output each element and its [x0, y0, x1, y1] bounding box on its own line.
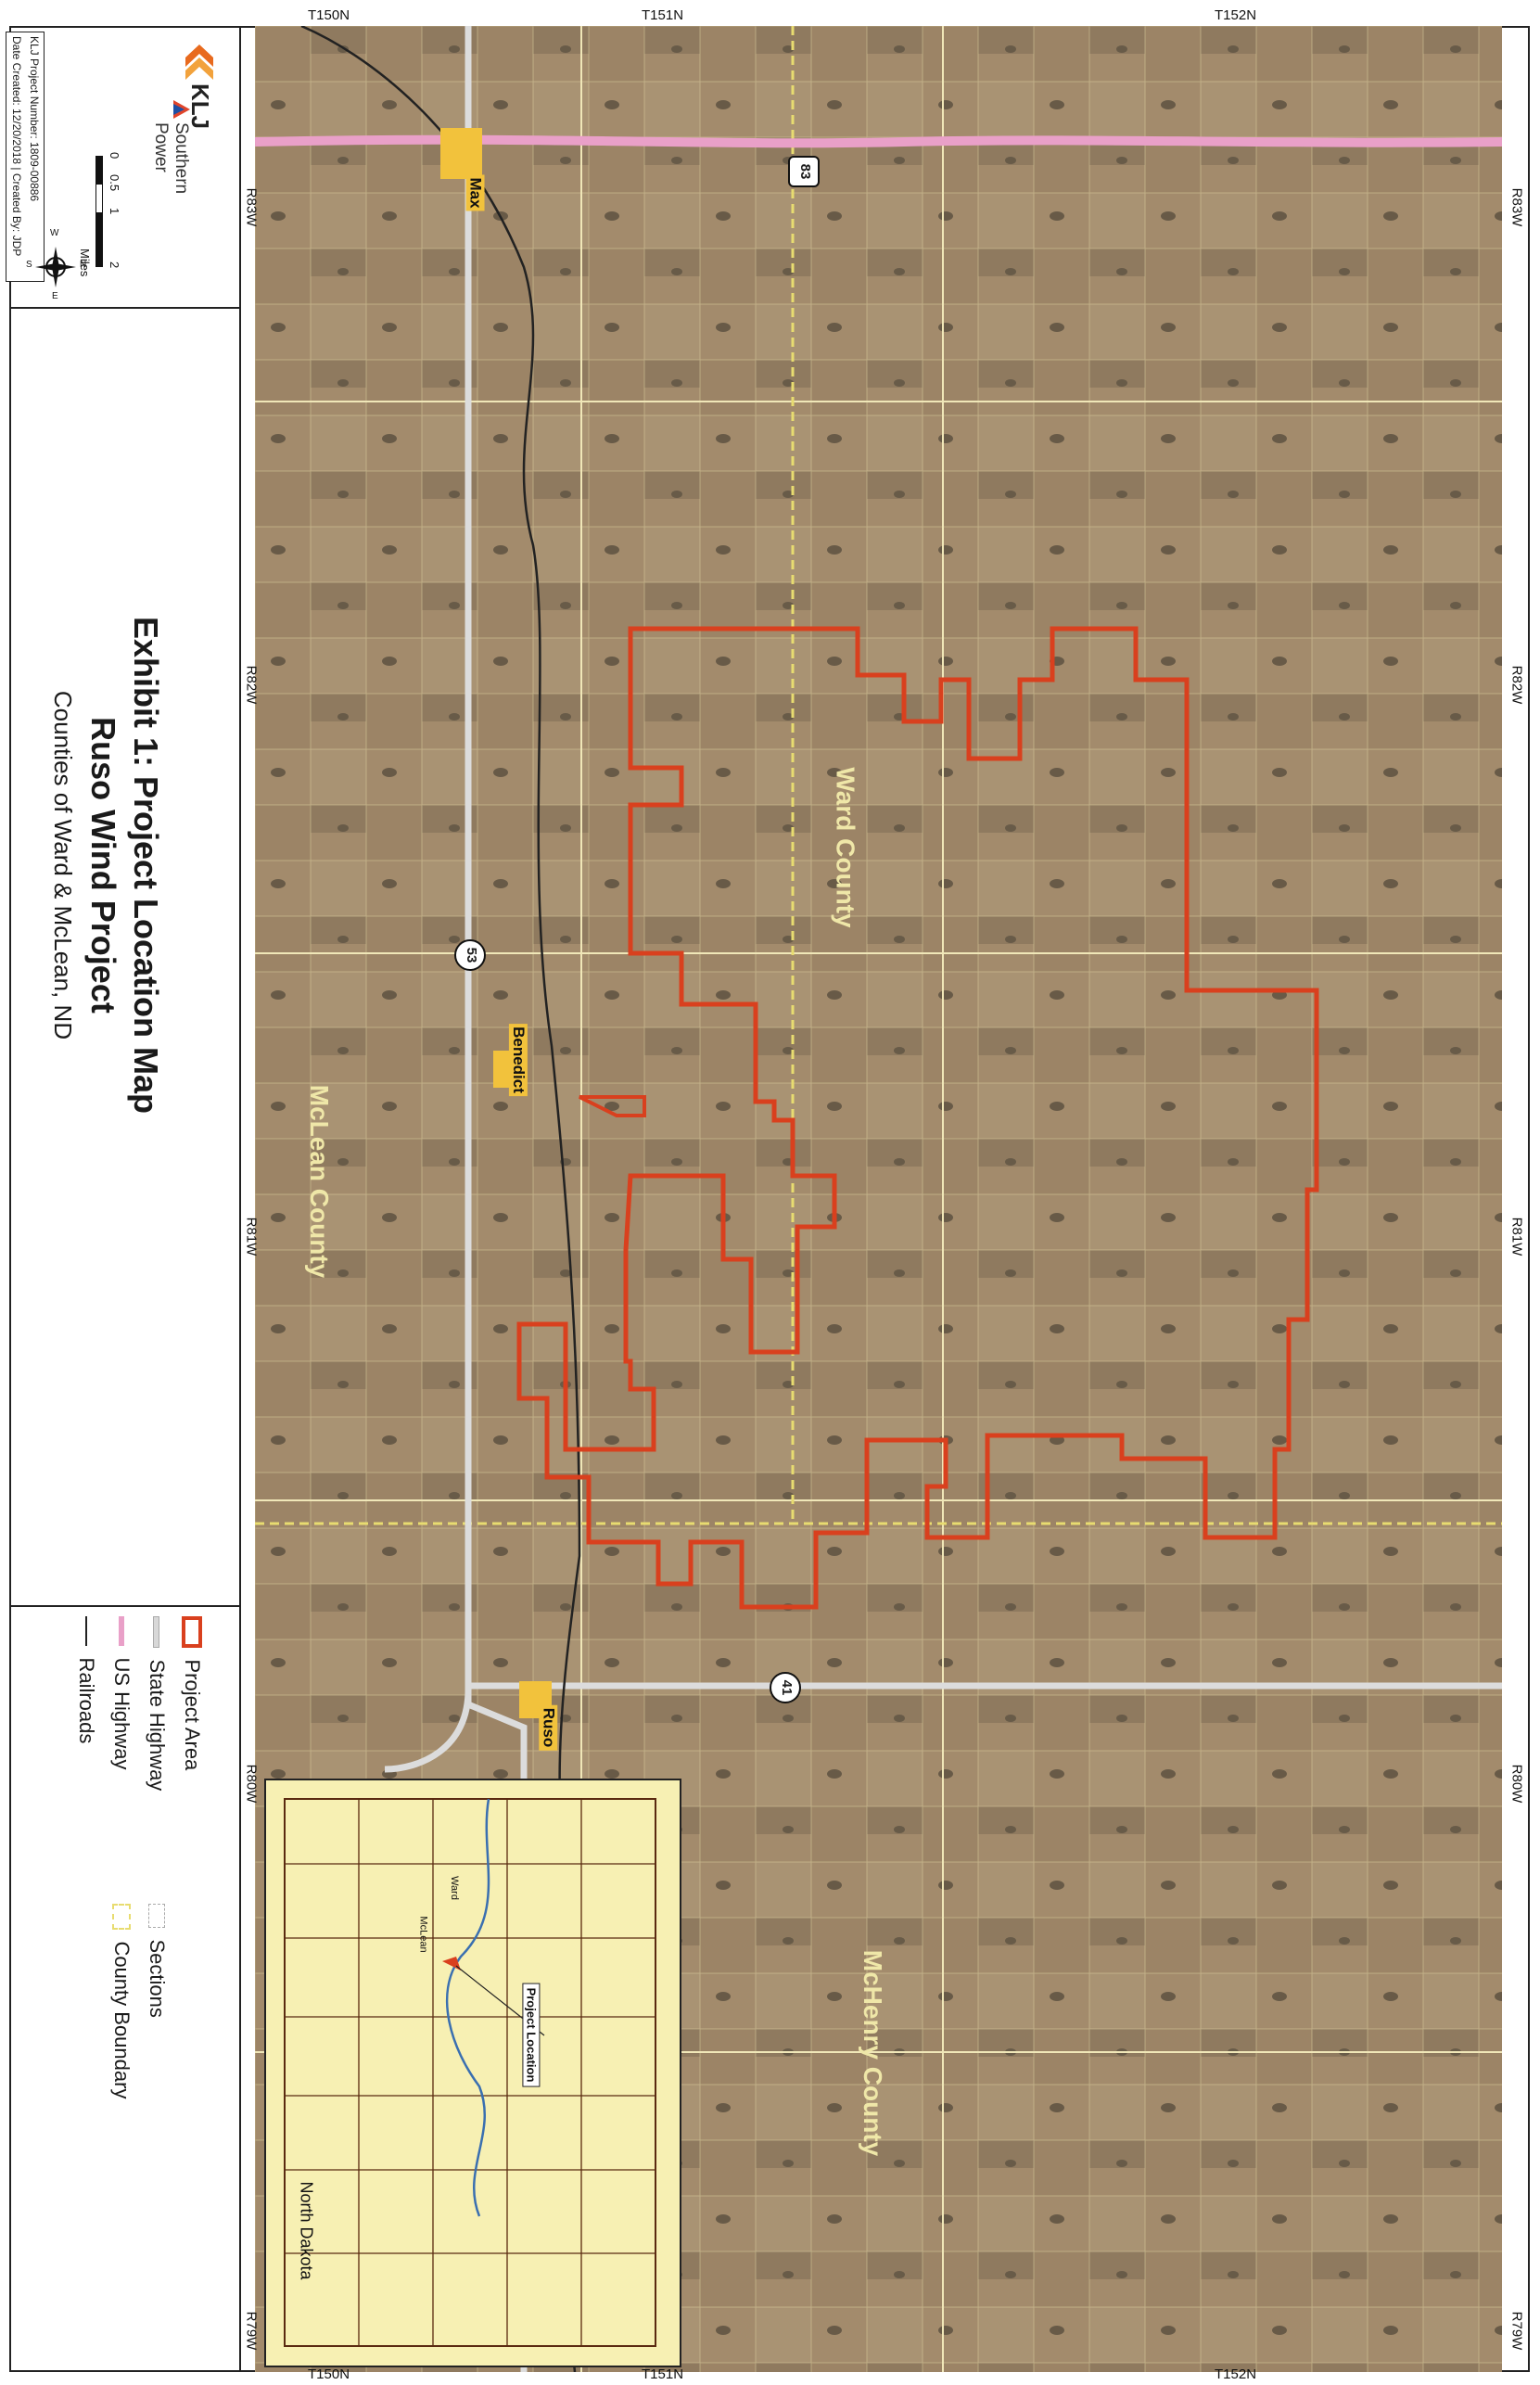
range-left-2: R82W [243, 665, 260, 705]
compass-w: W [50, 228, 59, 238]
info-section: KLJ Project Number: 1809-00886 Date Crea… [6, 26, 239, 309]
us-highway-83 [254, 134, 1503, 148]
legend-section: Project Area State Highway US Highway Ra… [9, 1607, 239, 2370]
county-label-ward: Ward County [831, 767, 860, 928]
inset-map-svg [284, 1798, 656, 2347]
scale-label-1: 1 [108, 208, 121, 215]
legend-item-county-boundary: County Boundary [109, 1904, 134, 2098]
north-arrow: N S E W [26, 228, 87, 301]
scale-label-0: 0 [108, 152, 121, 159]
us-83-shield-icon: 83 [788, 156, 820, 187]
county-boundary-swatch-icon [112, 1904, 131, 1930]
compass-s: S [26, 260, 32, 270]
map-svg [254, 24, 1503, 2373]
aerial-map[interactable]: Max Benedict Ruso Ward County McLean Cou… [254, 24, 1503, 2373]
township-bottom-1: T150N [308, 2366, 350, 2382]
inset-label-ward: Ward [448, 1876, 460, 1900]
title-section: Exhibit 1: Project Location Map Ruso Win… [9, 309, 239, 1607]
project-area-notch [579, 1095, 646, 1117]
legend-item-us-highway: US Highway [109, 1616, 134, 1770]
legend-item-railroads: Railroads [74, 1616, 98, 1743]
sh-53-shield-icon: 53 [454, 939, 486, 971]
range-right-2: R82W [1508, 665, 1525, 705]
township-top-3: T152N [1215, 7, 1257, 23]
project-area-swatch-icon [182, 1616, 202, 1648]
title-line-3: Counties of Ward & McLean, ND [49, 690, 77, 1040]
scale-bar-graphic [95, 156, 103, 267]
legend-item-project-area: Project Area [180, 1616, 204, 1770]
legend-item-sections: Sections [145, 1904, 169, 2018]
town-label-benedict: Benedict [508, 1024, 528, 1096]
town-label-max: Max [465, 174, 485, 211]
compass-icon [35, 247, 76, 287]
title-block: Exhibit 1: Project Location Map Ruso Win… [0, 309, 176, 1422]
township-bottom-2: T151N [642, 2366, 684, 2382]
scale-label-0-5: 0.5 [108, 174, 121, 192]
title-line-1: Exhibit 1: Project Location Map [127, 616, 165, 1115]
legend-label-project-area: Project Area [181, 1659, 204, 1771]
range-right-1: R83W [1508, 187, 1525, 227]
state-highway-line-icon [153, 1616, 160, 1648]
range-right-5: R79W [1508, 2311, 1525, 2351]
range-left-1: R83W [243, 187, 260, 227]
sh-41-shield-icon: 41 [770, 1672, 801, 1703]
scale-label-2: 2 [108, 261, 121, 269]
town-max-area [440, 128, 482, 179]
inset-label-mclean: McLean [417, 1916, 429, 1953]
township-top-2: T151N [642, 7, 684, 23]
range-right-4: R80W [1508, 1764, 1525, 1804]
legend-label-us-highway: US Highway [110, 1657, 134, 1770]
southern-power-triangle-icon [173, 100, 190, 119]
inset-callout: Project Location [522, 1983, 541, 2087]
title-line-2: Ruso Wind Project [84, 717, 122, 1014]
legend-label-sections: Sections [146, 1939, 169, 2018]
township-top-1: T150N [308, 7, 350, 23]
klj-logo: KLJ [181, 45, 218, 129]
klj-chevron-icon [185, 45, 213, 80]
us-highway-line-icon [119, 1616, 124, 1646]
legend-item-state-highway: State Highway [145, 1616, 169, 1791]
southern-power-text: Southern Power [151, 122, 191, 195]
range-left-4: R80W [243, 1764, 260, 1804]
town-label-ruso: Ruso [539, 1704, 558, 1751]
railroad-line-icon [85, 1616, 87, 1646]
sh-53-shield-label: 53 [464, 947, 479, 963]
inset-label-state: North Dakota [297, 2181, 316, 2280]
township-bottom-3: T152N [1215, 2366, 1257, 2382]
date-created: Date Created: 12/20/2018 | Created By: J… [10, 36, 23, 257]
range-left-5: R79W [243, 2311, 260, 2351]
legend-block: Project Area State Highway US Highway Ra… [46, 1616, 213, 2136]
legend-label-railroads: Railroads [75, 1657, 98, 1744]
range-right-3: R81W [1508, 1217, 1525, 1256]
county-label-mchenry: McHenry County [859, 1949, 888, 2157]
southern-power-logo: Southern Power [151, 100, 195, 239]
county-label-mclean: McLean County [305, 1084, 335, 1279]
sh-41-shield-label: 41 [779, 1679, 795, 1696]
legend-label-county-boundary: County Boundary [110, 1941, 134, 2099]
inset-map: North Dakota Ward McLean Project Locatio… [264, 1779, 681, 2367]
us-83-shield-label: 83 [797, 163, 813, 180]
compass-e: E [52, 291, 58, 301]
project-area-boundary[interactable] [516, 626, 1319, 1610]
compass-n: N [80, 260, 87, 270]
sections-swatch-icon [148, 1904, 165, 1928]
legend-panel: KLJ Project Number: 1809-00886 Date Crea… [6, 26, 241, 2372]
range-left-3: R81W [243, 1217, 260, 1256]
legend-label-state-highway: State Highway [146, 1659, 169, 1792]
